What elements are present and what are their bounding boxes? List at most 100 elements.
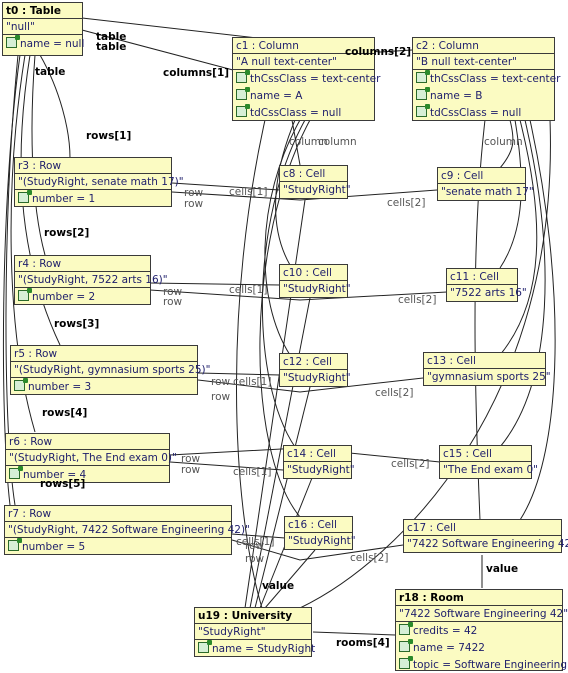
- node-attribute: tdCssClass = null: [233, 104, 374, 121]
- attribute-icon: [416, 104, 430, 117]
- node-title: c17 : Cell: [404, 520, 561, 536]
- edge-label: rows[2]: [44, 227, 90, 239]
- node-r3-row[interactable]: r3 : Row "(StudyRight, senate math 17)" …: [14, 157, 184, 207]
- node-r4-row[interactable]: r4 : Row "(StudyRight, 7522 arts 16)" nu…: [14, 255, 168, 305]
- node-c15-cell[interactable]: c15 : Cell "The End exam 0": [439, 445, 538, 479]
- node-value: "StudyRight": [283, 372, 351, 384]
- node-title: r7 : Row: [5, 506, 231, 522]
- node-c13-cell[interactable]: c13 : Cell "gymnasium sports 25": [423, 352, 551, 386]
- node-value: "7522 arts 16": [450, 287, 527, 299]
- node-r6-row[interactable]: r6 : Row "(StudyRight, The End exam 0)" …: [5, 433, 177, 483]
- attribute-icon: [416, 87, 430, 100]
- edge-c12-u19: [254, 386, 311, 609]
- node-value: "gymnasium sports 25": [427, 371, 551, 383]
- edge-label: cells[2]: [398, 294, 437, 306]
- node-value: "7422 Software Engineering 42": [407, 538, 568, 550]
- edge-label: cells[2]: [387, 197, 426, 209]
- node-attribute: name = StudyRight: [195, 640, 315, 657]
- node-value: "StudyRight": [195, 624, 311, 640]
- node-title: c8 : Cell: [280, 166, 347, 182]
- node-value: "B null text-center": [413, 54, 554, 70]
- attribute-icon: [399, 639, 413, 652]
- edge-u19-r18: [312, 631, 396, 636]
- edge-label: row: [163, 286, 183, 298]
- node-attribute: name = A: [233, 87, 374, 104]
- edge-label: cells[1]: [233, 376, 272, 388]
- node-title: t0 : Table: [3, 3, 82, 19]
- attribute-icon: [236, 104, 250, 117]
- node-value: "The End exam 0": [443, 464, 538, 476]
- node-value: "7422 Software Engineering 42": [396, 606, 568, 622]
- node-c8-cell[interactable]: c8 : Cell "StudyRight": [279, 165, 351, 199]
- edge-c2-c13: [499, 119, 538, 356]
- node-title: c14 : Cell: [284, 446, 351, 462]
- node-c1-column[interactable]: c1 : Column "A null text-center" thCssCl…: [232, 37, 380, 121]
- node-title: u19 : University: [195, 608, 311, 624]
- node-c14-cell[interactable]: c14 : Cell "StudyRight": [283, 445, 355, 479]
- node-value: "StudyRight": [288, 535, 356, 547]
- attribute-icon: [9, 466, 23, 479]
- edge-label: row: [181, 464, 201, 476]
- node-value: "StudyRight": [283, 184, 351, 196]
- node-c11-cell[interactable]: c11 : Cell "7522 arts 16": [446, 268, 527, 302]
- node-title: r5 : Row: [11, 346, 197, 362]
- node-title: c1 : Column: [233, 38, 374, 54]
- attribute-icon: [399, 622, 413, 635]
- node-c10-cell[interactable]: c10 : Cell "StudyRight": [279, 264, 351, 298]
- node-c16-cell[interactable]: c16 : Cell "StudyRight": [284, 516, 356, 550]
- node-attribute: number = 2: [15, 288, 150, 305]
- node-c17-cell[interactable]: c17 : Cell "7422 Software Engineering 42…: [403, 519, 568, 553]
- node-value: "StudyRight": [283, 283, 351, 295]
- edge-label: rows[1]: [86, 130, 132, 142]
- attribute-icon: [399, 656, 413, 669]
- edge-label: column: [484, 136, 523, 148]
- edge-label: cells[2]: [375, 387, 414, 399]
- attribute-icon: [14, 378, 28, 391]
- node-title: c11 : Cell: [447, 269, 517, 285]
- node-value: "(StudyRight, 7422 Software Engineering …: [5, 522, 250, 538]
- edge-label: row: [211, 391, 231, 403]
- edge-label: row: [245, 553, 265, 565]
- node-title: c12 : Cell: [280, 354, 347, 370]
- edge-label: cells[1]: [233, 466, 272, 478]
- attribute-icon: [6, 35, 20, 48]
- node-title: c13 : Cell: [424, 353, 545, 369]
- attribute-icon: [8, 538, 22, 551]
- edge-label: row: [184, 198, 204, 210]
- edge-label: cells[1]: [236, 536, 275, 548]
- attribute-icon: [236, 87, 250, 100]
- edge-label: cells[2]: [391, 458, 430, 470]
- node-attribute: number = 3: [11, 378, 197, 395]
- edge-label: rows[4]: [42, 407, 88, 419]
- attribute-icon: [236, 70, 250, 83]
- edge-label: column: [289, 136, 328, 148]
- node-value: "senate math 17": [441, 186, 534, 198]
- node-u19-university[interactable]: u19 : University "StudyRight" name = Stu…: [194, 607, 315, 657]
- edge-r5-c12: [197, 372, 281, 376]
- node-r18-room[interactable]: r18 : Room "7422 Software Engineering 42…: [395, 589, 568, 671]
- node-r7-row[interactable]: r7 : Row "(StudyRight, 7422 Software Eng…: [4, 505, 250, 555]
- edge-label: row: [245, 540, 265, 552]
- node-title: r3 : Row: [15, 158, 171, 174]
- node-c9-cell[interactable]: c9 : Cell "senate math 17": [437, 167, 534, 201]
- attribute-icon: [416, 70, 430, 83]
- node-c2-column[interactable]: c2 : Column "B null text-center" thCssCl…: [412, 37, 560, 121]
- node-attribute: thCssClass = text-center: [413, 70, 560, 87]
- edge-label: value: [486, 563, 519, 575]
- node-r5-row[interactable]: r5 : Row "(StudyRight, gymnasium sports …: [10, 345, 210, 395]
- node-attribute: name = 7422: [396, 639, 562, 656]
- node-value: "A null text-center": [233, 54, 374, 70]
- node-t0-table[interactable]: t0 : Table "null" name = null: [2, 2, 84, 56]
- node-title: c16 : Cell: [285, 517, 352, 533]
- edge-label: row: [181, 453, 201, 465]
- node-c12-cell[interactable]: c12 : Cell "StudyRight": [279, 353, 351, 387]
- attribute-icon: [18, 288, 32, 301]
- edge-c1-c12: [264, 119, 301, 356]
- edge-c16-u19: [264, 549, 316, 609]
- edge-t0-r4: [31, 54, 46, 256]
- node-title: r18 : Room: [396, 590, 562, 606]
- edge-label: columns[2]: [345, 46, 412, 58]
- node-title: c9 : Cell: [438, 168, 525, 184]
- node-title: r4 : Row: [15, 256, 150, 272]
